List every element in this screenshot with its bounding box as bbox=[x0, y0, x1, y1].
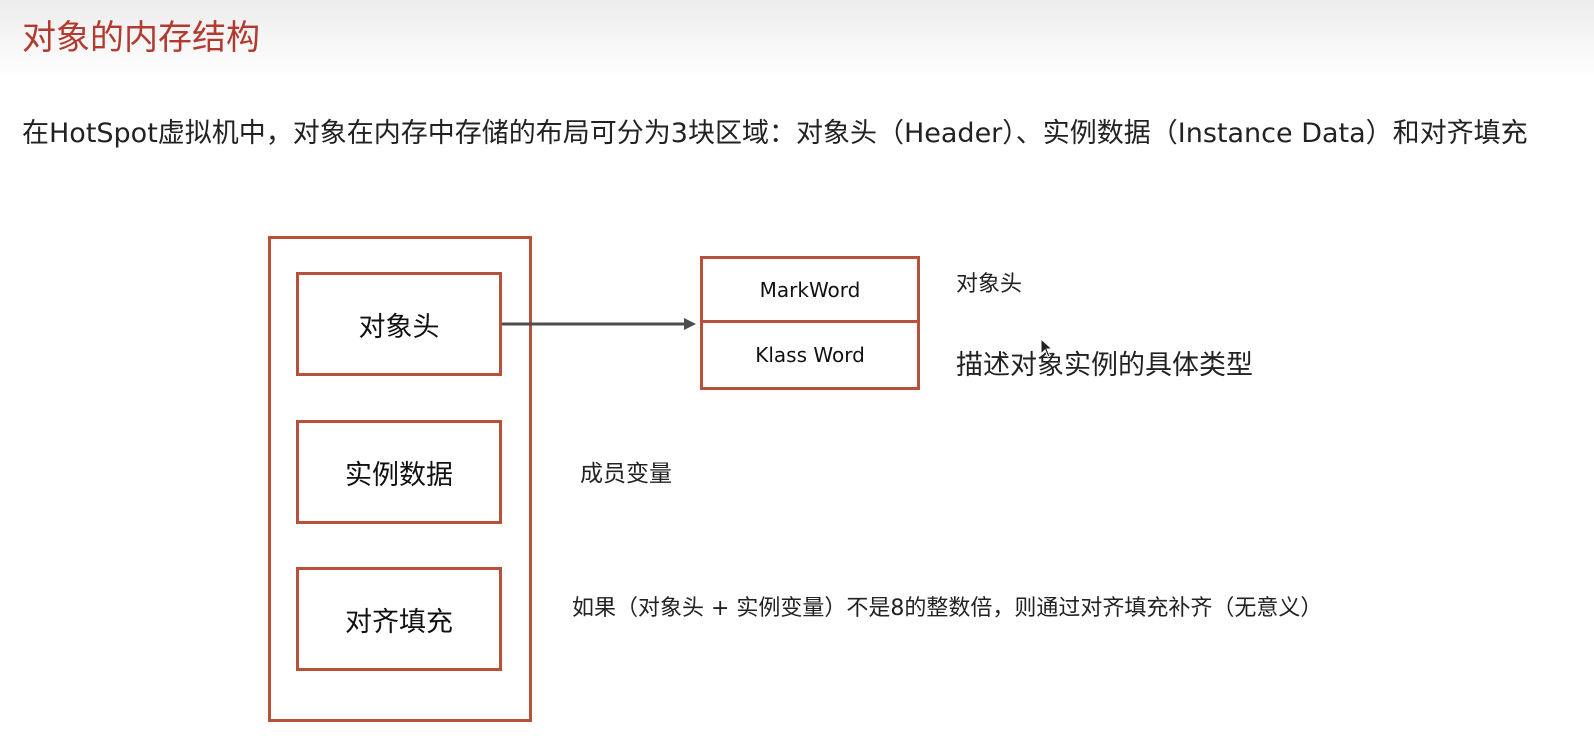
klass-word-cell: Klass Word bbox=[703, 323, 917, 387]
instance-data-note: 成员变量 bbox=[580, 461, 672, 487]
klass-word-note: 描述对象实例的具体类型 bbox=[956, 350, 1253, 381]
header-structure: MarkWord Klass Word bbox=[700, 256, 920, 390]
padding-label: 对齐填充 bbox=[345, 606, 453, 638]
object-header-label: 对象头 bbox=[358, 311, 440, 343]
padding-note: 如果（对象头 + 实例变量）不是8的整数倍，则通过对齐填充补齐（无意义） bbox=[572, 596, 1323, 621]
mark-word-cell: MarkWord bbox=[703, 259, 917, 323]
mouse-cursor-icon bbox=[1040, 338, 1054, 358]
klass-word-label: Klass Word bbox=[755, 343, 865, 367]
instance-data-block: 实例数据 bbox=[296, 420, 502, 524]
intro-paragraph: 在HotSpot虚拟机中，对象在内存中存储的布局可分为3块区域：对象头（Head… bbox=[22, 118, 1528, 149]
padding-block: 对齐填充 bbox=[296, 567, 502, 671]
object-header-block: 对象头 bbox=[296, 272, 502, 376]
object-container bbox=[268, 236, 532, 722]
mark-word-note: 对象头 bbox=[956, 272, 1023, 297]
arrow-head bbox=[684, 318, 696, 330]
instance-data-label: 实例数据 bbox=[345, 459, 453, 491]
title-band bbox=[0, 0, 1594, 78]
mark-word-label: MarkWord bbox=[759, 277, 861, 302]
page-title: 对象的内存结构 bbox=[22, 18, 260, 58]
